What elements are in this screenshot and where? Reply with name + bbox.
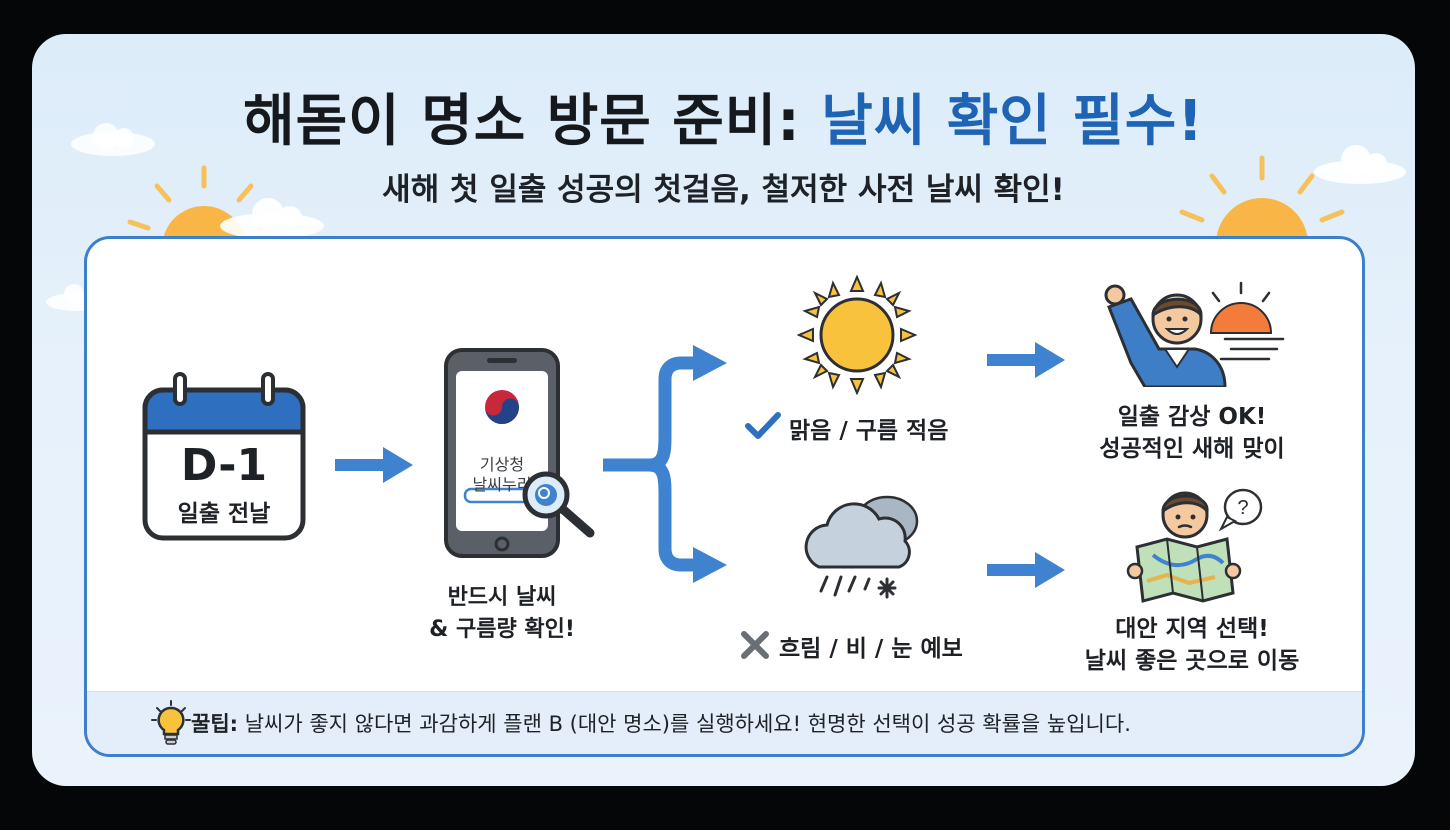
arrow-right-icon [987, 342, 1065, 378]
phone-caption-line1: 반드시 날씨 [447, 585, 557, 610]
title-highlight: 날씨 확인 필수! [821, 89, 1204, 154]
flow-panel: D-1 일출 전날 기상청 날씨누리 반드시 날씨 & 구름량 확인! [84, 236, 1365, 757]
check-icon [745, 412, 781, 439]
calendar-text: D-1 일출 전날 [141, 372, 307, 542]
tip-bar: 꿀팁: 날씨가 좋지 않다면 과감하게 플랜 B (대안 명소)를 실행하세요!… [87, 691, 1362, 754]
phone-caption-line2: & 구름량 확인! [429, 617, 575, 642]
good-weather-label: 맑음 / 구름 적음 [789, 418, 949, 444]
cross-icon [741, 631, 769, 659]
rain-cloud-icon [804, 495, 919, 599]
sun-icon [797, 275, 917, 395]
phone-screen-line2: 날씨누리 [472, 475, 532, 494]
branch-arrow-icon [603, 345, 727, 583]
happy-person-icon [1104, 281, 1285, 387]
calendar-small-text: 일출 전날 [177, 501, 271, 527]
magnifier-icon [522, 471, 595, 538]
tip-prefix: 꿀팁: [191, 712, 239, 736]
title-main: 해돋이 명소 방문 준비: [243, 89, 822, 154]
lightbulb-icon [151, 700, 191, 745]
background-cloud-icon [71, 123, 155, 156]
good-result-line1: 일출 감상 OK! [1117, 404, 1267, 430]
tip-body: 날씨가 좋지 않다면 과감하게 플랜 B (대안 명소)를 실행하세요! 현명한… [238, 712, 1131, 736]
background-sun-right-icon [1179, 155, 1345, 242]
tip-text: 꿀팁: 날씨가 좋지 않다면 과감하게 플랜 B (대안 명소)를 실행하세요!… [191, 708, 1131, 738]
page-title: 해돋이 명소 방문 준비: 날씨 확인 필수! [32, 76, 1415, 157]
arrow-right-icon [335, 447, 413, 483]
calendar-big-text: D-1 [180, 440, 268, 491]
bad-result-line1: 대안 지역 선택! [1115, 616, 1269, 642]
background-cloud-icon [220, 198, 324, 239]
page-subtitle: 새해 첫 일출 성공의 첫걸음, 철저한 사전 날씨 확인! [382, 172, 1065, 208]
bad-result-line2: 날씨 좋은 곳으로 이동 [1084, 648, 1300, 674]
infographic-card: 해돋이 명소 방문 준비: 날씨 확인 필수! 새해 첫 일출 성공의 첫걸음,… [32, 34, 1415, 786]
arrow-right-icon [987, 552, 1065, 588]
good-result-line2: 성공적인 새해 맞이 [1099, 436, 1285, 462]
phone-screen-line1: 기상청 [479, 455, 525, 474]
calendar-icon [142, 372, 306, 541]
map-icon [1126, 537, 1242, 603]
background-cloud-icon [1314, 145, 1406, 184]
confused-person-icon: ? [1126, 488, 1263, 603]
svg-text:?: ? [1237, 497, 1248, 519]
bad-weather-label: 흐림 / 비 / 눈 예보 [779, 636, 963, 662]
